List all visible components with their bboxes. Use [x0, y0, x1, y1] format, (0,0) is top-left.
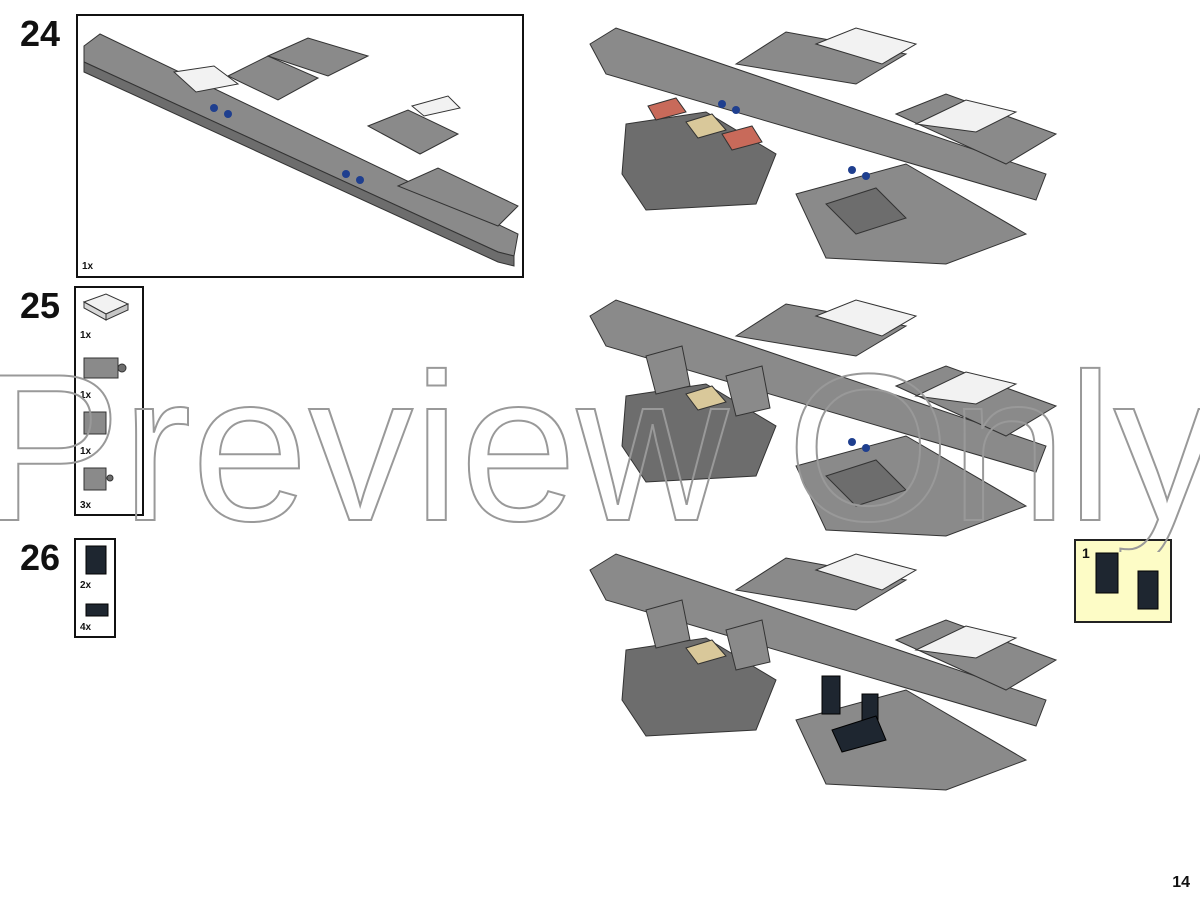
model-render-step-26: [589, 553, 1058, 791]
step-number-24: 24: [20, 13, 61, 54]
step-number-25: 25: [20, 285, 61, 326]
model-render-step-24: [589, 27, 1058, 265]
step-25-part-qty: 1x: [80, 390, 92, 401]
model-render-step-25: [589, 299, 1058, 537]
page-number: 14: [1172, 874, 1190, 891]
step-25-part-qty: 3x: [80, 500, 92, 511]
step-24-parts-box: 1x: [76, 14, 524, 278]
callout-part-images: [1095, 552, 1159, 610]
callout-label: 1: [1082, 545, 1090, 561]
step-25-part-qty: 1x: [80, 446, 92, 457]
step-26-part-qty: 2x: [80, 580, 92, 591]
subassembly-callout: 1: [1074, 539, 1172, 623]
step-26-part-qty: 4x: [80, 622, 92, 633]
step-26-part-images: [85, 545, 109, 617]
step-25-parts-box: 1x 1x 1x 3x: [74, 286, 144, 516]
step-number-26: 26: [20, 537, 61, 578]
step-26-parts-box: 2x 4x: [74, 538, 116, 638]
step-25-part-images: [82, 293, 130, 491]
wing-frame-part-image: [83, 33, 519, 267]
step-24-part-qty: 1x: [82, 261, 94, 272]
step-25-part-qty: 1x: [80, 330, 92, 341]
